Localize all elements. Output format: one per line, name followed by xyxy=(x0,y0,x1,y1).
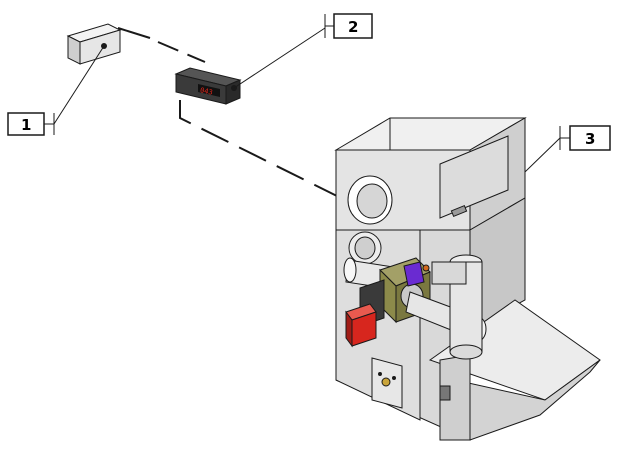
controller-icon: 043 xyxy=(174,67,242,105)
callout-3-number: 3 xyxy=(585,130,595,148)
callout-1: 1 xyxy=(7,112,55,136)
leader-2 xyxy=(233,27,326,89)
callout-1-number: 1 xyxy=(21,116,31,134)
callout-2-number: 2 xyxy=(348,18,358,36)
leader-1 xyxy=(53,45,105,125)
boiler-icon xyxy=(334,117,601,441)
sensor-box-icon xyxy=(66,23,122,65)
callout-3: 3 xyxy=(559,125,611,151)
callout-2: 2 xyxy=(324,13,373,39)
cable-sensor-to-controller xyxy=(117,27,151,39)
controller-display-value: 043 xyxy=(199,86,213,96)
cable-sensor-to-controller-dash xyxy=(157,41,206,63)
